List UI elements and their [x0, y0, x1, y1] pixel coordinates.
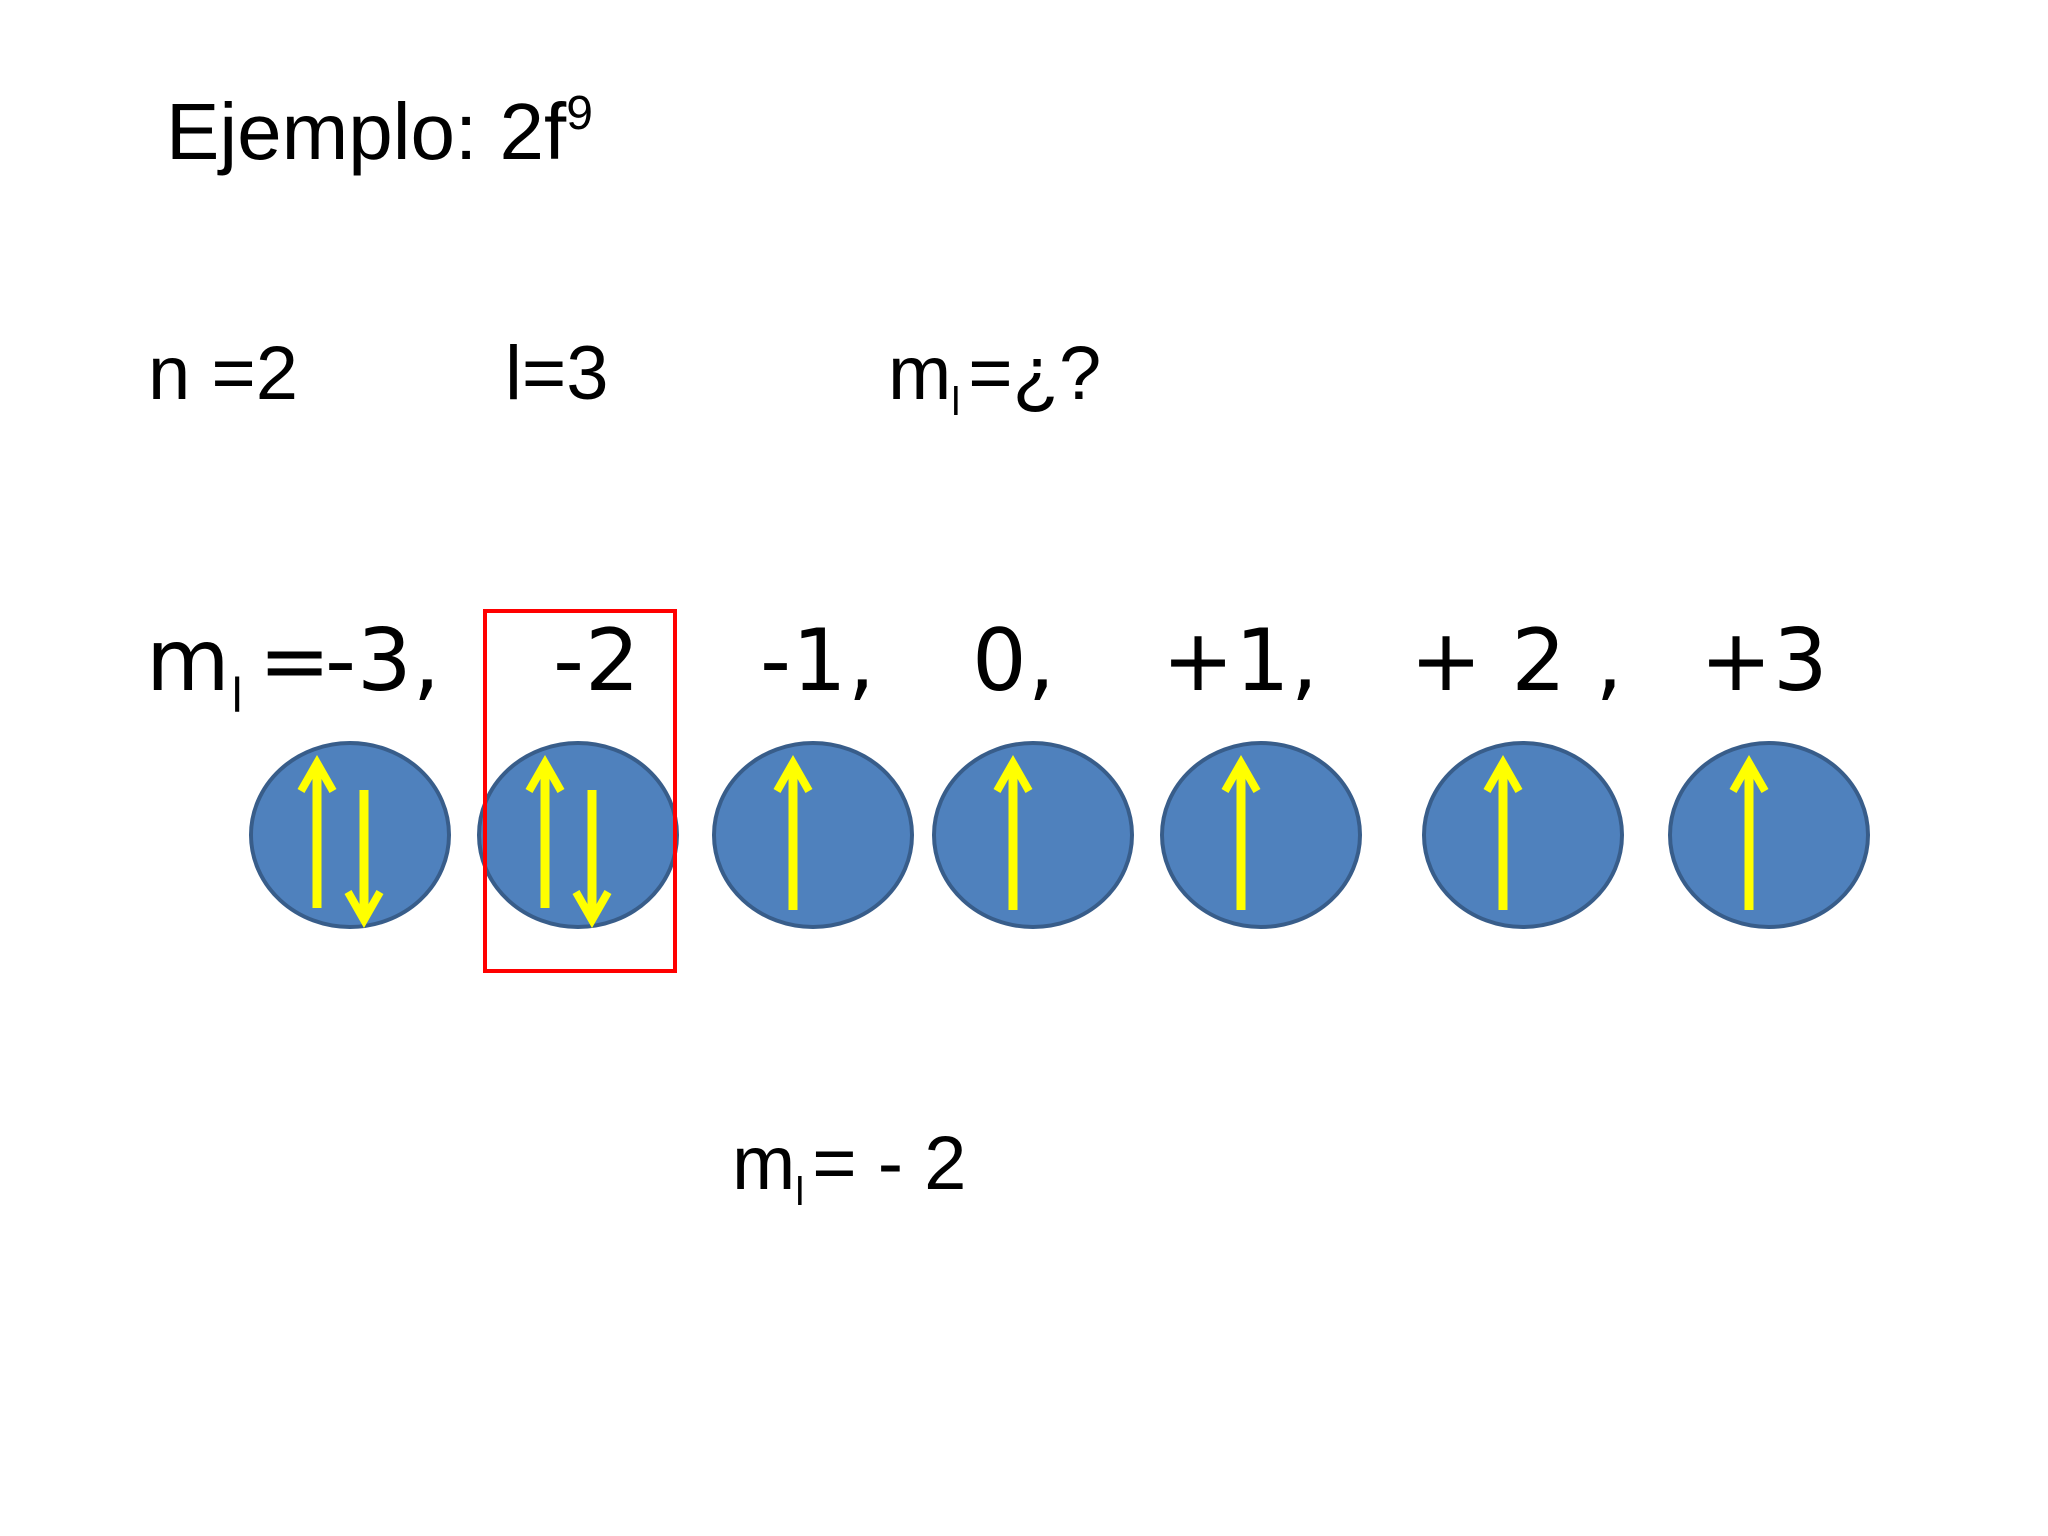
title-text: Ejemplo: 2f: [166, 87, 567, 176]
orbital-circle: [1668, 741, 1870, 929]
ml-value-plus-3: +3: [1700, 611, 1829, 711]
spin-up-arrow: [525, 754, 565, 908]
ml-value-0: 0,: [972, 611, 1057, 711]
ml-value-minus-1: -1,: [760, 611, 877, 711]
spin-up-arrow: [993, 754, 1033, 910]
slide-title: Ejemplo: 2f9: [166, 90, 593, 172]
orbital-plusminus-1: [1160, 741, 1362, 929]
spin-up-arrow: [773, 754, 813, 910]
ml-question-text: =¿?: [968, 331, 1102, 416]
ml-row-label: ml=: [146, 618, 332, 719]
spin-up-arrow: [297, 754, 337, 908]
spin-down-arrow: [344, 790, 384, 929]
orbital-minus-2: [477, 741, 679, 929]
spin-up-arrow: [1483, 754, 1523, 910]
orbital-circle: [712, 741, 914, 929]
orbital-circle: [1160, 741, 1362, 929]
answer: ml= - 2: [732, 1126, 966, 1213]
ml-value-plus-1: +1,: [1162, 611, 1320, 711]
n-value: n =2: [148, 331, 299, 416]
orbital-plusminus-3: [1668, 741, 1870, 929]
ml-row-equals: =: [258, 611, 332, 711]
answer-symbol: m: [732, 1121, 796, 1206]
spin-up-arrow: [1729, 754, 1769, 910]
answer-subscript: l: [795, 1170, 805, 1214]
orbital-minus-1: [712, 741, 914, 929]
ml-row-symbol: m: [146, 611, 231, 711]
orbital-plusminus-2: [1422, 741, 1624, 929]
ml-question-symbol: m: [888, 331, 952, 416]
l-value: l=3: [505, 331, 609, 416]
orbital-circle: [932, 741, 1134, 929]
answer-text: = - 2: [812, 1121, 967, 1206]
ml-question: ml=¿?: [888, 336, 1101, 423]
ml-value-minus-3: -3,: [325, 611, 442, 711]
ml-value-plus-2: + 2 ,: [1410, 611, 1624, 711]
title-superscript: 9: [566, 87, 593, 140]
orbital-circle: [1422, 741, 1624, 929]
orbital-minus-3: [249, 741, 451, 929]
orbital-layer: [249, 741, 1870, 929]
spin-up-arrow: [1221, 754, 1261, 910]
ml-question-subscript: l: [951, 380, 961, 424]
orbital-0: [932, 741, 1134, 929]
highlight-box: [483, 609, 677, 973]
ml-row-subscript: l: [230, 669, 245, 723]
ml-value-minus-2: -2: [553, 611, 641, 711]
spin-down-arrow: [572, 790, 612, 929]
